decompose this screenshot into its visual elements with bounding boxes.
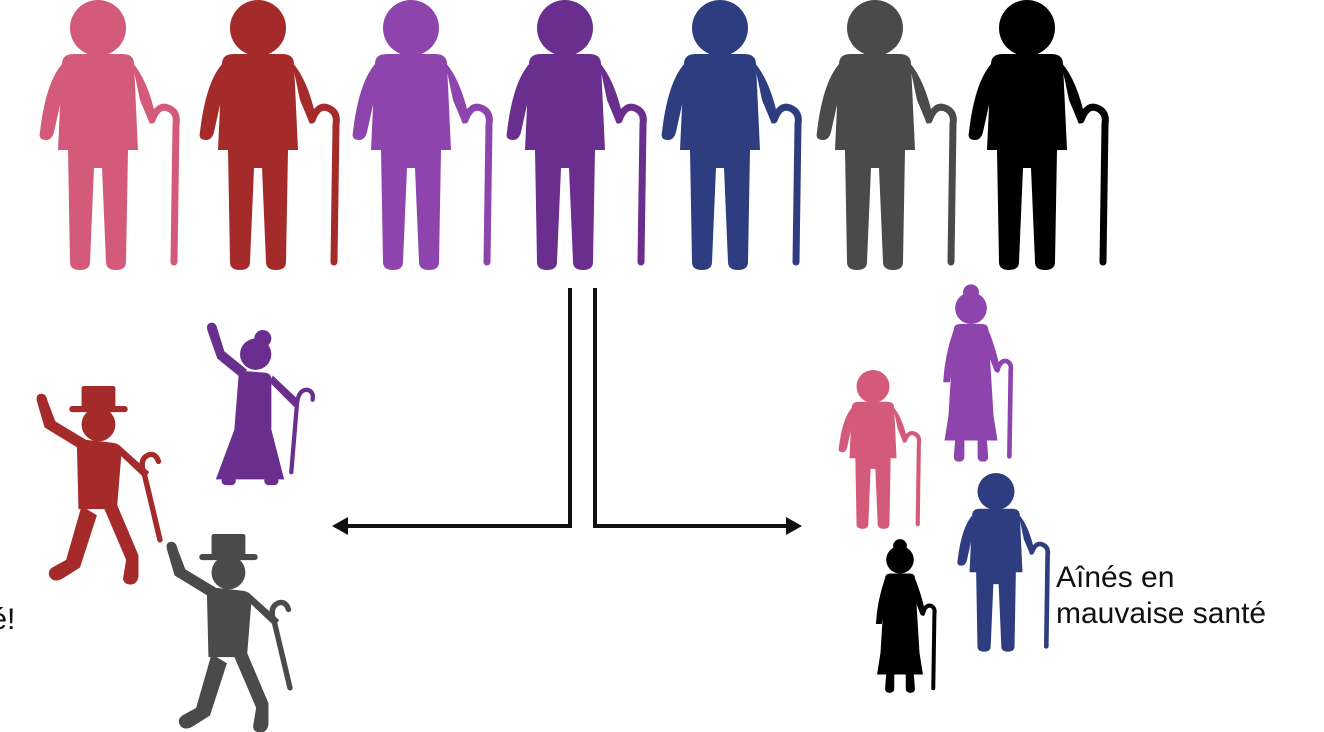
left-branch-line <box>344 288 570 526</box>
unhealthy-figure-1-icon <box>839 370 919 529</box>
unhealthy-caption-line1: Aînés en <box>1056 560 1266 596</box>
figure-4-icon <box>507 0 644 270</box>
healthy-figure-2-icon <box>207 323 313 485</box>
unhealthy-figure-3-icon <box>957 473 1047 652</box>
row-figures <box>40 0 1106 270</box>
left-arrowhead-icon <box>332 517 348 535</box>
figure-2-icon <box>200 0 337 270</box>
figure-3-icon <box>353 0 490 270</box>
branch-arrows <box>332 288 802 535</box>
figure-7-icon <box>969 0 1106 270</box>
figure-5-icon <box>662 0 799 270</box>
figure-6-icon <box>817 0 954 270</box>
unhealthy-caption-line2: mauvaise santé <box>1056 596 1266 632</box>
unhealthy-figure-4-icon <box>876 539 935 693</box>
unhealthy-figure-2-icon <box>943 284 1011 461</box>
figure-1-icon <box>40 0 177 270</box>
healthy-caption: té! <box>0 602 15 638</box>
healthy-group <box>37 323 313 732</box>
unhealthy-caption: Aînés en mauvaise santé <box>1056 560 1266 632</box>
right-arrowhead-icon <box>786 517 802 535</box>
healthy-figure-3-icon <box>167 534 290 732</box>
unhealthy-group <box>839 284 1048 693</box>
right-branch-line <box>595 288 790 526</box>
healthy-figure-1-icon <box>37 386 160 584</box>
